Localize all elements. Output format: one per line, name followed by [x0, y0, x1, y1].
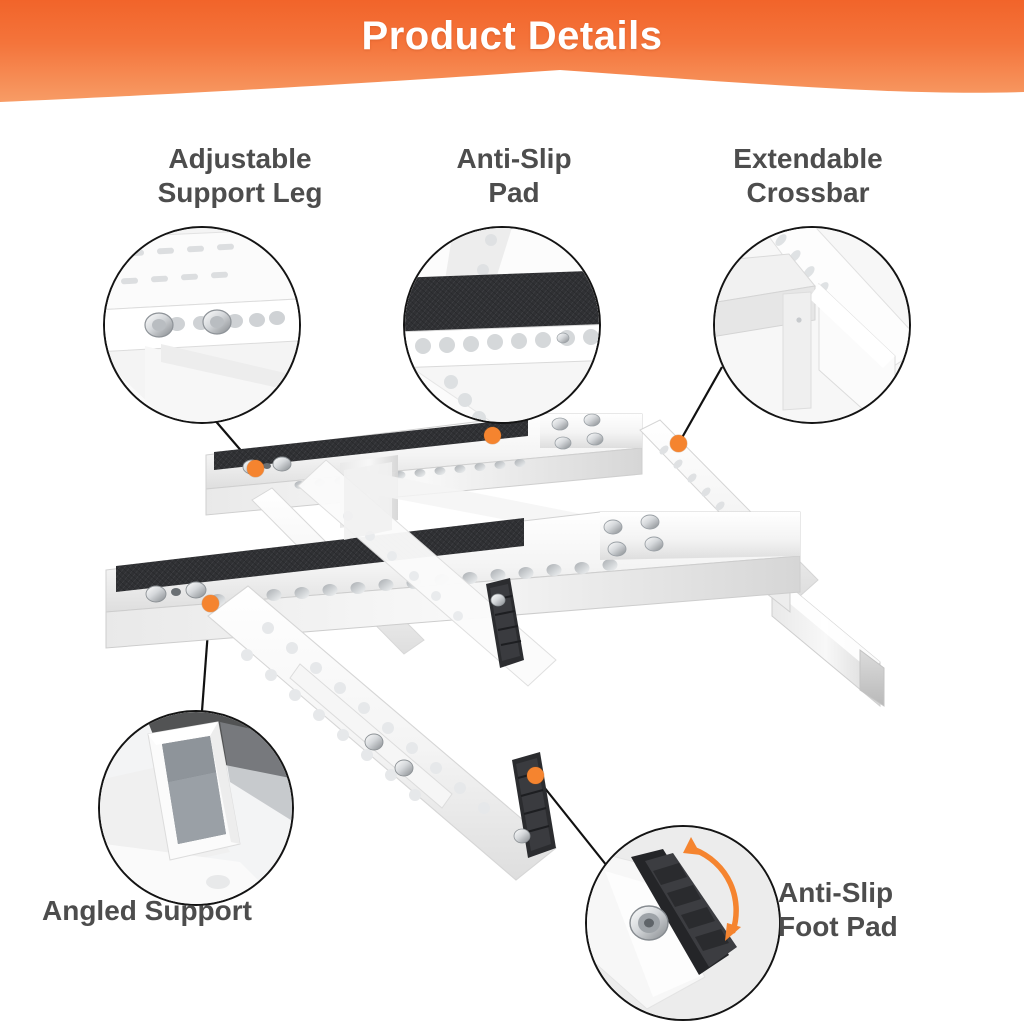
- support-gusset: [344, 462, 392, 540]
- callout-circle-anti-slip-foot-pad: [585, 825, 781, 1021]
- anti-slip-pad-detail: [405, 228, 599, 422]
- rotation-arrow-icon: [683, 837, 741, 941]
- marker-dot-extendable-crossbar: [670, 435, 687, 452]
- extendable-crossbar-detail: [715, 228, 909, 422]
- bolt-group-back: [540, 413, 642, 450]
- angled-support-leg-front: [207, 585, 557, 881]
- adjustable-support-leg-detail: [105, 228, 299, 422]
- page-title: Product Details: [361, 14, 663, 58]
- label-anti-slip-foot-pad: Anti-Slip Foot Pad: [778, 877, 898, 943]
- callout-circle-adjustable-support-leg: [103, 226, 301, 424]
- anti-slip-foot-pad-lower: [512, 752, 556, 858]
- bolt-group-front: [600, 512, 800, 560]
- marker-dot-adjustable-support-leg: [247, 460, 264, 477]
- label-angled-support: Angled Support: [42, 895, 252, 926]
- marker-dot-anti-slip-foot-pad: [527, 767, 544, 784]
- callout-circle-anti-slip-pad: [403, 226, 601, 424]
- label-adjustable-support-leg: Adjustable Support Leg: [157, 143, 323, 209]
- callout-circle-angled-support: [98, 710, 294, 906]
- angled-support-detail: [100, 712, 292, 904]
- header-wave-divider: [0, 70, 1024, 108]
- label-extendable-crossbar: Extendable Crossbar: [733, 143, 883, 209]
- label-anti-slip-pad: Anti-Slip Pad: [456, 143, 572, 209]
- marker-dot-angled-support: [202, 595, 219, 612]
- callout-circle-extendable-crossbar: [713, 226, 911, 424]
- bolt-group-front-left: [145, 581, 207, 603]
- header-banner: Product Details: [0, 0, 1024, 108]
- marker-dot-anti-slip-pad: [484, 427, 501, 444]
- anti-slip-foot-pad-detail: [587, 827, 779, 1019]
- anti-slip-foot-pad-upper: [486, 578, 524, 668]
